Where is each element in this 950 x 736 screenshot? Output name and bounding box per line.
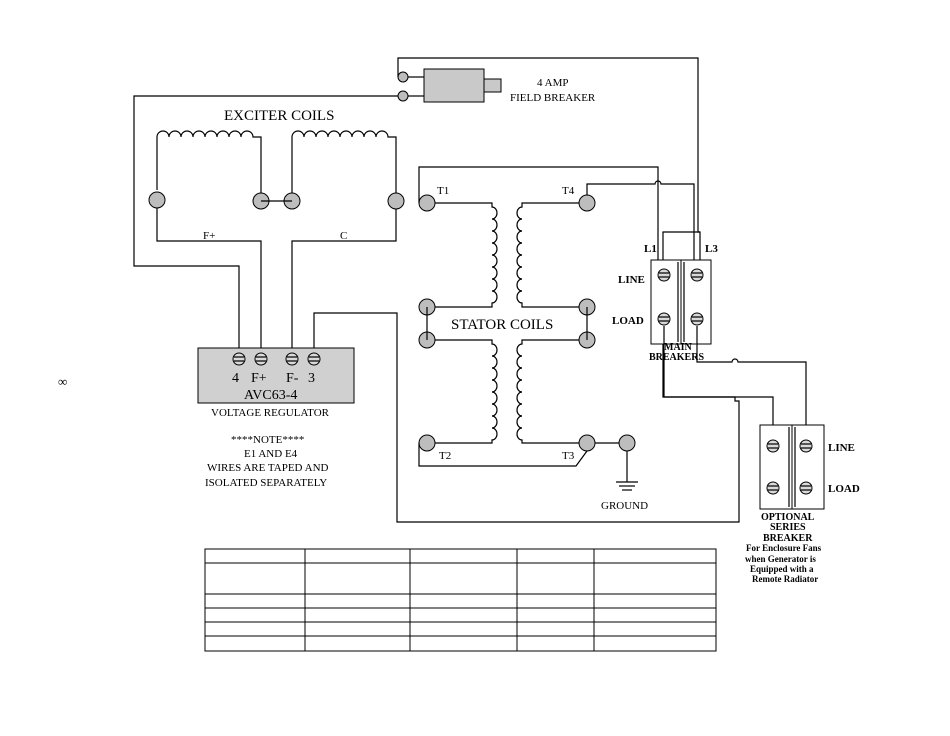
exciter-coil-left <box>156 130 262 193</box>
optional-breaker: LINE LOAD OPTIONAL SERIES BREAKER For En… <box>745 424 860 584</box>
stator-label-t1: T1 <box>437 185 449 197</box>
optional-breaker-caption-3: BREAKER <box>763 533 813 544</box>
avr-screw-fplus <box>254 352 268 366</box>
exciter-title: EXCITER COILS <box>224 108 334 124</box>
note-line-1: E1 AND E4 <box>244 448 298 460</box>
wire-main-to-optional-l3 <box>696 326 807 432</box>
main-breaker-label-l3: L3 <box>705 243 718 255</box>
optional-breaker-left <box>759 424 793 510</box>
main-breaker-l1-line-screw <box>657 268 671 282</box>
avr-terminal-label-3: 3 <box>308 371 315 386</box>
optional-breaker-right-load-screw <box>799 481 813 495</box>
field-breaker-stub <box>483 78 502 93</box>
exciter-terminal-1 <box>148 191 166 209</box>
avr-terminal-label-fminus: F- <box>286 371 299 386</box>
wire-fieldbreaker-to-avr4 <box>133 95 398 357</box>
optional-breaker-label-line: LINE <box>828 442 855 454</box>
stator-title: STATOR COILS <box>451 317 553 333</box>
field-breaker-body <box>423 68 485 103</box>
optional-breaker-right <box>791 424 825 510</box>
avr-screw-fminus <box>285 352 299 366</box>
field-breaker: 4 AMP FIELD BREAKER <box>397 68 596 104</box>
exciter-coils: EXCITER COILS F+ C <box>148 108 405 242</box>
stator-coils: STATOR COILS T1 T4 T2 T3 <box>418 185 636 462</box>
main-breaker-l3-load-screw <box>690 312 704 326</box>
optional-breaker-left-line-screw <box>766 439 780 453</box>
wire-exciter-to-avr-fminus <box>291 209 397 357</box>
main-breaker-l3-line-screw <box>690 268 704 282</box>
optional-breaker-right-line-screw <box>799 439 813 453</box>
main-breaker-l1-load-screw <box>657 312 671 326</box>
ground-label: GROUND <box>601 500 648 512</box>
main-breakers: L1 L3 LINE LOAD MAIN BREAKERS <box>612 243 718 363</box>
main-breaker-caption-1: MAIN <box>664 342 693 353</box>
optional-breaker-caption-2: SERIES <box>770 522 806 533</box>
ground-symbol: GROUND <box>601 451 648 512</box>
avr-caption: VOLTAGE REGULATOR <box>211 407 330 419</box>
avr-screw-4 <box>232 352 246 366</box>
note-line-2: WIRES ARE TAPED AND <box>207 462 329 474</box>
note-line-3: ISOLATED SEPARATELY <box>205 477 327 489</box>
stator-terminal-t1 <box>418 194 436 212</box>
exciter-coil-right <box>291 130 397 193</box>
stator-label-t3: T3 <box>562 450 575 462</box>
exciter-label-fplus: F+ <box>203 230 215 242</box>
stator-terminal-t2 <box>418 434 436 452</box>
empty-table <box>204 548 717 652</box>
main-breaker-label-load: LOAD <box>612 315 644 327</box>
optional-breaker-caption-1: OPTIONAL <box>761 512 815 523</box>
wire-t4-to-l3 <box>586 180 695 267</box>
voltage-regulator: 4 F+ F- 3 AVC63-4 VOLTAGE REGULATOR <box>197 347 355 419</box>
stator-label-t2: T2 <box>439 450 451 462</box>
optional-breaker-left-load-screw <box>766 481 780 495</box>
stator-coil-upper-left <box>435 202 498 308</box>
stator-coil-upper-right <box>516 202 579 308</box>
stator-label-t4: T4 <box>562 185 575 197</box>
main-breaker-label-line: LINE <box>618 274 645 286</box>
stator-terminal-t3 <box>578 434 596 452</box>
margin-symbol: ∞ <box>58 374 67 389</box>
field-breaker-terminal-bottom <box>397 90 409 102</box>
optional-breaker-note-4: Remote Radiator <box>752 574 818 584</box>
exciter-terminal-4 <box>387 192 405 210</box>
avr-terminal-label-4: 4 <box>232 371 239 386</box>
optional-breaker-note-3: Equipped with a <box>750 564 814 574</box>
optional-breaker-label-load: LOAD <box>828 483 860 495</box>
wire-fieldbreaker-to-l3 <box>397 57 701 267</box>
note: ****NOTE**** E1 AND E4 WIRES ARE TAPED A… <box>205 434 329 489</box>
stator-coil-lower-left <box>435 339 498 444</box>
avr-screw-3 <box>307 352 321 366</box>
main-breaker-label-l1: L1 <box>644 243 657 255</box>
optional-breaker-note-2: when Generator is <box>745 554 816 564</box>
main-breaker-caption-2: BREAKERS <box>649 352 704 363</box>
optional-breaker-note-1: For Enclosure Fans <box>746 543 822 553</box>
avr-model: AVC63-4 <box>244 388 297 403</box>
table-frame <box>204 548 717 652</box>
field-breaker-label-2: FIELD BREAKER <box>510 92 596 104</box>
exciter-label-c: C <box>340 230 347 242</box>
wire-main-to-optional-l1-b <box>735 396 774 432</box>
note-header: ****NOTE**** <box>231 434 304 446</box>
stator-terminal-neutral <box>618 434 636 452</box>
wire-exciter-to-avr-fplus <box>156 208 262 357</box>
avr-body <box>197 347 355 404</box>
avr-terminal-label-fplus: F+ <box>251 371 267 386</box>
wire-t1-to-l1 <box>418 166 659 267</box>
stator-coil-lower-right <box>516 339 579 444</box>
field-breaker-label-1: 4 AMP <box>537 77 569 89</box>
wire-main-to-optional-l1-a <box>663 326 735 398</box>
field-breaker-terminal-top <box>397 71 409 83</box>
stator-terminal-t4 <box>578 194 596 212</box>
wire-t2-to-t3 <box>418 443 588 467</box>
